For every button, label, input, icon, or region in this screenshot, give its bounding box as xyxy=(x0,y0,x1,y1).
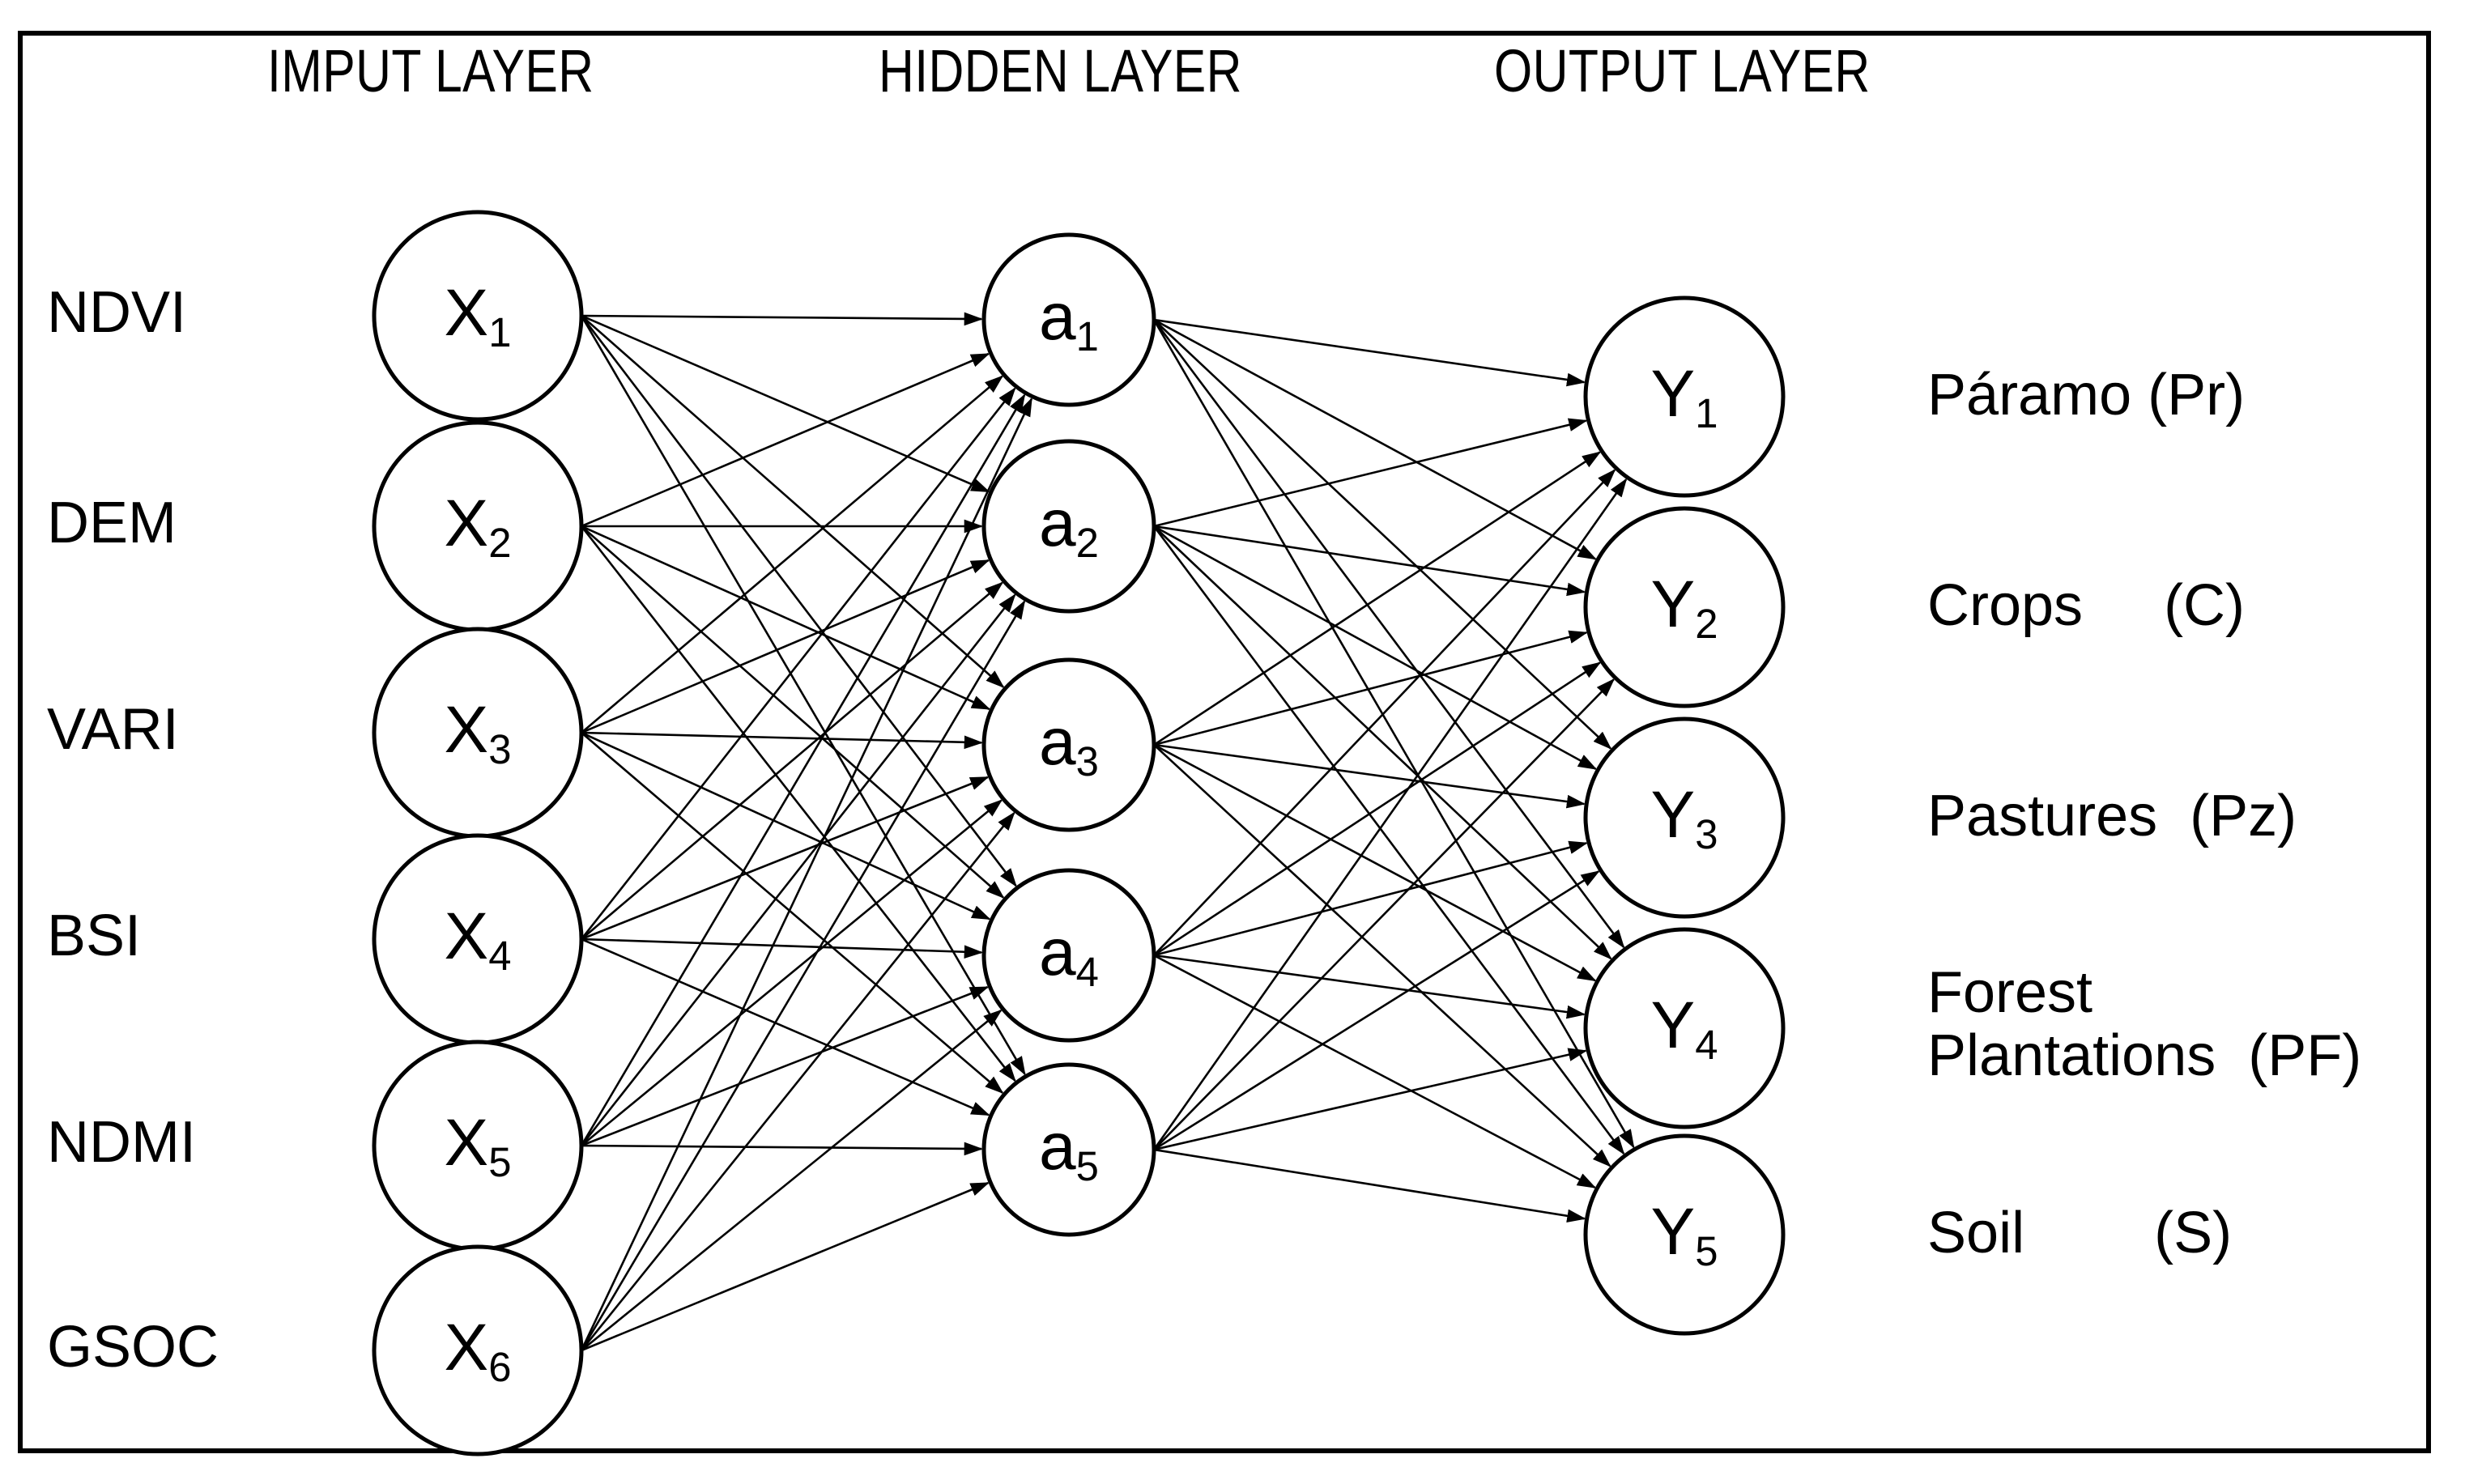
node-label-x3: X3 xyxy=(444,692,512,773)
output-label-line2: Plantations (PF) xyxy=(1927,1023,2362,1088)
header-output-layer: OUTPUT LAYER xyxy=(1494,37,1871,104)
node-label-a4: a4 xyxy=(1039,915,1099,996)
node-label-x5: X5 xyxy=(444,1105,512,1186)
node-label-a3: a3 xyxy=(1039,704,1099,785)
node-label-a1: a1 xyxy=(1039,279,1099,360)
node-label-a2: a2 xyxy=(1039,486,1099,567)
node-label-y2: Y2 xyxy=(1650,567,1718,648)
node-label-y3: Y3 xyxy=(1650,777,1718,858)
input-label-ndvi: NDVI xyxy=(47,280,187,345)
figure-border xyxy=(18,31,2431,1453)
input-label-dem: DEM xyxy=(47,491,177,555)
header-input-layer: IMPUT LAYER xyxy=(267,37,594,104)
node-label-a5: a5 xyxy=(1039,1109,1099,1190)
node-label-x4: X4 xyxy=(444,899,512,980)
output-label-line1: Forest xyxy=(1927,960,2093,1025)
output-label-y2: Crops (C) xyxy=(1927,573,2246,638)
node-label-x2: X2 xyxy=(444,486,512,567)
input-label-gsoc: GSOC xyxy=(47,1315,219,1380)
node-label-y1: Y1 xyxy=(1650,356,1718,437)
node-label-y5: Y5 xyxy=(1650,1194,1718,1275)
node-label-x1: X1 xyxy=(444,275,512,356)
input-label-ndmi: NDMI xyxy=(47,1110,196,1175)
node-label-x6: X6 xyxy=(444,1310,512,1391)
header-hidden-layer: HIDDEN LAYER xyxy=(879,37,1242,104)
output-label-y1: Páramo (Pr) xyxy=(1927,363,2246,427)
input-label-bsi: BSI xyxy=(47,904,142,968)
input-label-vari: VARI xyxy=(47,697,179,762)
output-label-y3: Pastures (Pz) xyxy=(1927,784,2297,848)
output-label-y5: Soil (S) xyxy=(1927,1201,2233,1265)
node-label-y4: Y4 xyxy=(1650,988,1718,1069)
